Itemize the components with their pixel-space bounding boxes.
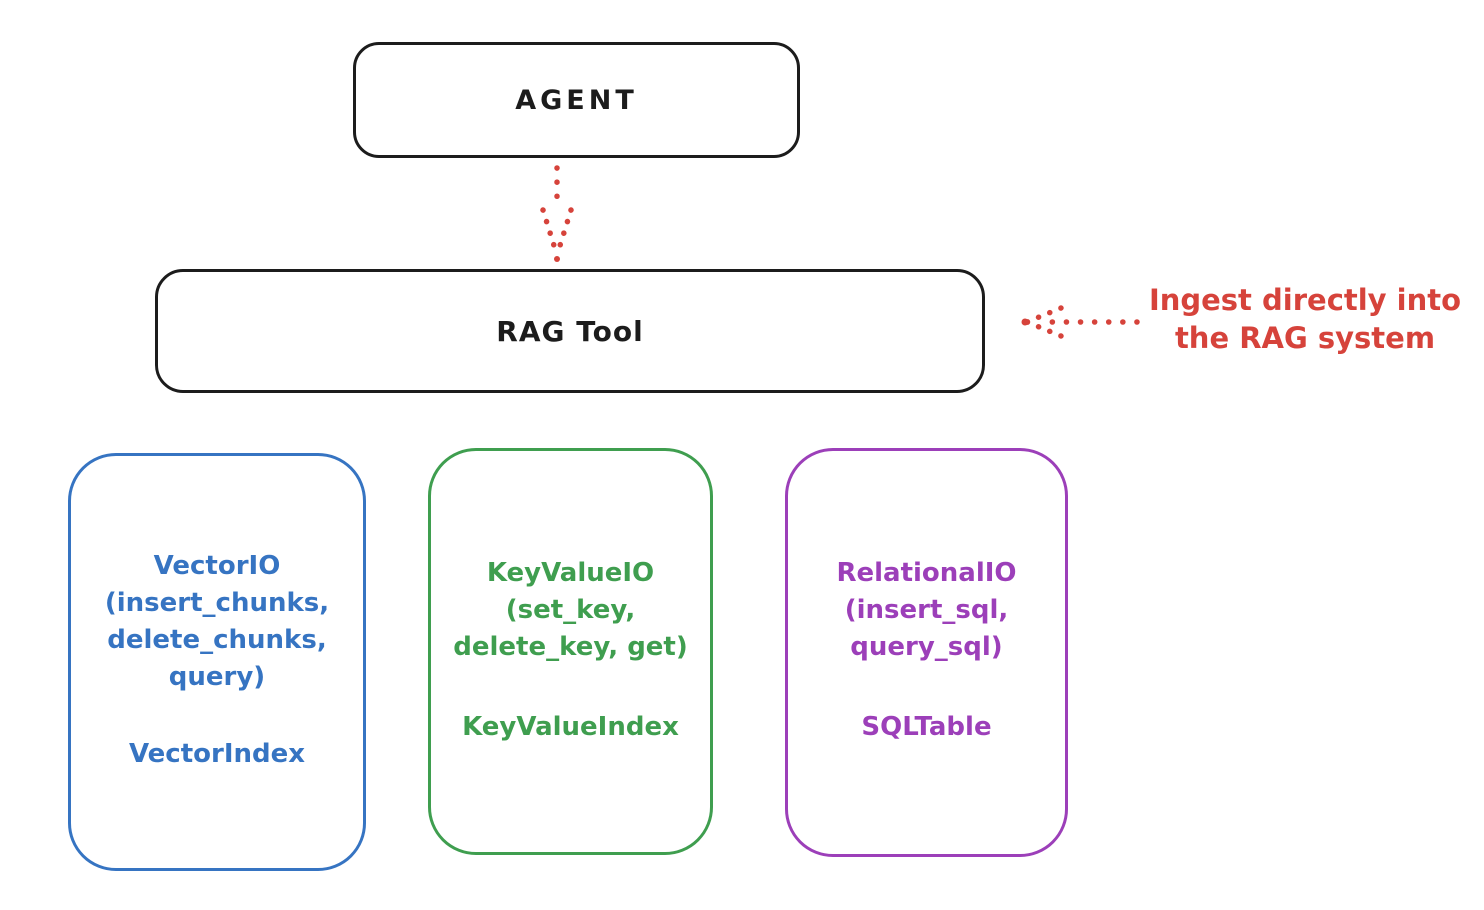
keyvalue-io-box: KeyValueIO (set_key, delete_key, get) Ke… [428,448,713,855]
sql-table-label: SQLTable [861,712,992,742]
agent-to-rag-arrow-icon [540,165,574,262]
vector-index-label: VectorIndex [128,739,306,769]
vector-io-box: VectorIO (insert_chunks, delete_chunks, … [68,453,366,871]
ingest-annotation: Ingest directly into the RAG system [1148,283,1462,355]
ingest-arrow-icon [1021,305,1140,339]
relational-io-api-label: RelationalIO (insert_sql, query_sql) [836,558,1017,662]
keyvalue-io-api-label: KeyValueIO (set_key, delete_key, get) [453,558,688,662]
agent-box: AGENT [353,42,800,158]
agent-label: AGENT [515,84,638,116]
keyvalue-index-label: KeyValueIndex [462,712,679,742]
rag-tool-box: RAG Tool [155,269,985,393]
rag-tool-label: RAG Tool [496,314,644,348]
relational-io-box: RelationalIO (insert_sql, query_sql) SQL… [785,448,1068,857]
vector-io-api-label: VectorIO (insert_chunks, delete_chunks, … [104,551,330,692]
